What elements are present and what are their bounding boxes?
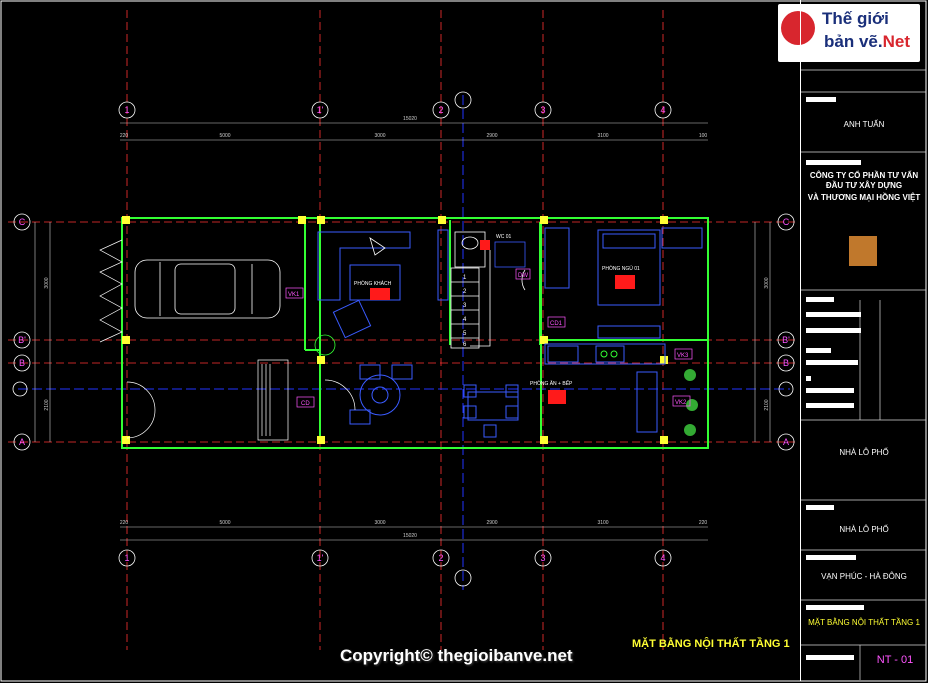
gate-drawing <box>257 359 356 441</box>
svg-text:4: 4 <box>463 317 467 323</box>
tag-vk1: VK1 <box>288 292 300 298</box>
owner-name: ANH TUẤN <box>843 120 885 129</box>
logo-line2b: Net <box>882 32 910 51</box>
svg-text:5: 5 <box>463 331 467 337</box>
dimension-texts: 15020 5000 3000 2900 3100 220 100 5000 3… <box>44 116 770 539</box>
grid-label-row: A <box>19 437 25 447</box>
staircase <box>450 250 491 349</box>
car-drawing <box>134 259 281 319</box>
structural-columns <box>122 216 668 444</box>
dim-bottom-edge: 220 <box>120 520 129 526</box>
grid-label-col: 1 <box>124 105 129 115</box>
dim-top-edge: 100 <box>699 133 708 139</box>
grid-label-row: C <box>783 217 790 227</box>
living-furniture <box>317 229 449 425</box>
grid-label-col: 4 <box>660 553 665 563</box>
plant-icons <box>314 237 386 356</box>
company-line2: ĐẦU TƯ XÂY DỰNG <box>825 181 903 190</box>
logo-line2a: bản vẽ. <box>824 32 883 51</box>
svg-text:6: 6 <box>463 342 467 348</box>
grid-label-row: B <box>19 358 25 368</box>
title-block: ANH TUẤN CÔNG TY CỔ PHẦN TƯ VẤN ĐẦU TƯ X… <box>800 0 927 681</box>
tag-dw: DW <box>518 273 528 279</box>
title-block-lines <box>800 69 926 680</box>
kitchen-furniture <box>463 343 666 438</box>
room-label-living: PHÒNG KHÁCH <box>354 280 392 287</box>
grid-label-col: 1' <box>317 105 324 115</box>
grid-label-col: 3 <box>540 553 545 563</box>
grid-label-row: A <box>783 437 789 447</box>
site-logo: Thế giới bản vẽ.Net <box>778 4 920 62</box>
dim-right: 3000 <box>764 277 770 288</box>
dim-top-total: 15020 <box>403 116 417 122</box>
dim-top: 3100 <box>597 133 608 139</box>
copyright-watermark: Copyright© thegioibanve.net <box>340 646 573 665</box>
grid-label-row: B <box>783 358 789 368</box>
grid-label-col: 2 <box>438 105 443 115</box>
door-tags: VK1 VK2 VK3 CD CD1 DW <box>285 268 693 408</box>
dim-bottom-edge: 220 <box>699 520 708 526</box>
sheet-title: MẶT BẰNG NỘI THẤT TẦNG 1 <box>632 638 790 650</box>
project-name-2: NHÀ LÔ PHỐ <box>839 525 889 534</box>
grid-label-col: 1' <box>317 553 324 563</box>
dim-bottom: 5000 <box>219 520 230 526</box>
company-line1: CÔNG TY CỔ PHẦN TƯ VẤN <box>809 171 919 180</box>
tag-cd1: CD1 <box>550 321 563 327</box>
dim-bottom: 3000 <box>374 520 385 526</box>
bedroom-furniture <box>544 227 703 339</box>
room-label-wc: WC 01 <box>496 234 512 240</box>
dim-bottom: 2900 <box>486 520 497 526</box>
grid-label-col: 1 <box>124 553 129 563</box>
dim-top-edge: 220 <box>120 133 129 139</box>
stair-numbers: 1 2 3 4 5 6 <box>463 275 467 348</box>
room-labels: PHÒNG KHÁCH PHÒNG NGỦ 01 PHÒNG ĂN + BẾP … <box>354 234 640 387</box>
section-axes <box>18 95 790 590</box>
walls <box>121 217 709 449</box>
grid-label-col: 4 <box>660 105 665 115</box>
svg-text:2: 2 <box>463 289 467 295</box>
logo-line1: Thế giới <box>822 9 889 28</box>
room-label-bedroom: PHÒNG NGỦ 01 <box>602 265 640 272</box>
company-line3: VÀ THƯƠNG MẠI HỒNG VIỆT <box>807 193 921 202</box>
grid-label-row: B' <box>18 335 26 345</box>
garage-doors <box>99 239 156 439</box>
dim-top: 2900 <box>486 133 497 139</box>
company-logo-icon <box>849 236 877 266</box>
dim-right: 2100 <box>764 399 770 410</box>
drawing-number: NT - 01 <box>876 654 914 666</box>
outdoor-plants <box>684 369 698 436</box>
grid-bubbles <box>12 91 795 587</box>
svg-text:3: 3 <box>463 303 467 309</box>
grid-labels: 1 1' 2 3 4 1 1' 2 3 4 C B' B A C B' B A <box>18 105 790 563</box>
tag-cd: CD <box>301 401 310 407</box>
drawing-name: MẶT BẰNG NỘI THẤT TẦNG 1 <box>808 618 920 627</box>
dim-bottom: 3100 <box>597 520 608 526</box>
grid-label-col: 2 <box>438 553 443 563</box>
grid-label-row: C <box>19 217 26 227</box>
room-label-dining: PHÒNG ĂN + BẾP <box>530 380 573 387</box>
svg-text:1: 1 <box>463 275 467 281</box>
project-location: VẠN PHÚC - HÀ ĐÔNG <box>821 572 907 581</box>
house-icon <box>781 11 815 45</box>
tag-vk3: VK3 <box>677 353 689 359</box>
dim-left: 3000 <box>44 277 50 288</box>
dim-bottom-total: 15020 <box>403 533 417 539</box>
grid-label-col: 3 <box>540 105 545 115</box>
room-markers <box>370 240 635 404</box>
logo-line2: bản vẽ.Net <box>824 32 910 52</box>
grid-label-row: B' <box>782 335 790 345</box>
tag-vk2: VK2 <box>675 400 687 406</box>
dim-left: 2100 <box>44 399 50 410</box>
project-name: NHÀ LÔ PHỐ <box>839 448 889 457</box>
stoves <box>600 350 618 358</box>
dim-top: 3000 <box>374 133 385 139</box>
dimension-lines <box>34 122 771 541</box>
dim-top: 5000 <box>219 133 230 139</box>
